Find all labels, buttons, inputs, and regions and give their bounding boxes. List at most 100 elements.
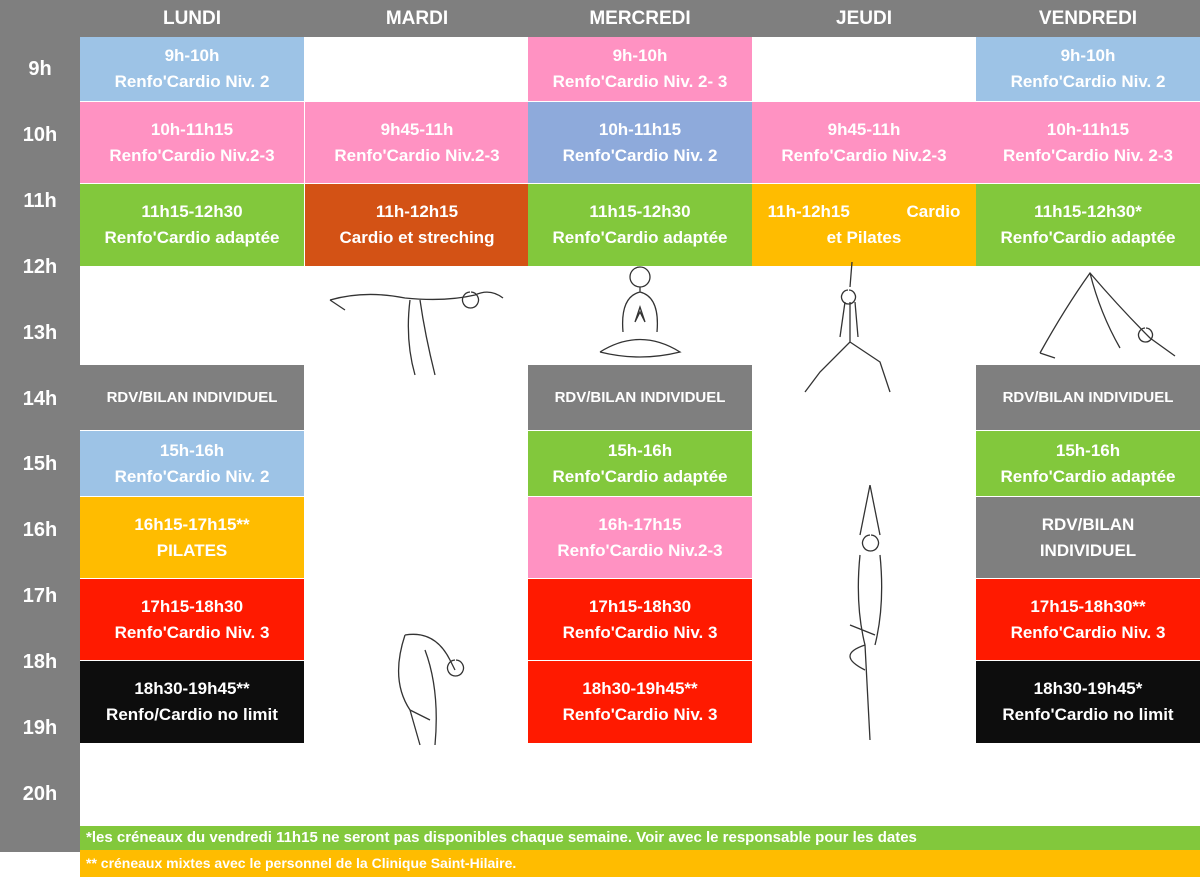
session-time: 9h45-11h — [827, 119, 901, 139]
session-title: Renfo'Cardio Niv. 2 — [562, 145, 718, 165]
session-title: Renfo'Cardio adaptée — [552, 466, 728, 486]
session-time: 15h-16h — [1055, 440, 1121, 460]
session-title: RDV/BILAN INDIVIDUEL — [1002, 388, 1174, 406]
session-time: 10h-11h15 — [598, 119, 682, 139]
session-title: PILATES — [156, 540, 228, 560]
session-time: 11h15-12h30 — [141, 202, 243, 221]
session-title: Renfo'Cardio adaptée — [552, 228, 728, 247]
days-header — [80, 0, 1200, 37]
session-time: 18h30-19h45** — [134, 679, 250, 698]
session-block[interactable]: RDV/BILAN INDIVIDUEL — [528, 365, 752, 430]
session-title: Renfo'Cardio Niv. 3 — [1010, 622, 1166, 642]
session-title: RDV/BILAN INDIVIDUEL — [106, 388, 278, 406]
yoga-forward-bend-icon — [397, 633, 465, 746]
session-block[interactable]: 18h30-19h45** Renfo/Cardio no limit — [80, 661, 304, 743]
session-title: Cardio et streching — [339, 228, 495, 247]
footer-note-mixed: ** créneaux mixtes avec le personnel de … — [80, 850, 1200, 877]
session-title: Renfo'Cardio Niv. 2- 3 — [552, 72, 728, 91]
hour-label: 15h — [22, 453, 58, 475]
session-time: 9h-10h — [1060, 46, 1116, 65]
session-time: 17h15-18h30** — [1030, 596, 1146, 616]
session-title: Renfo'Cardio Niv.2-3 — [557, 540, 723, 560]
session-block[interactable]: 18h30-19h45** Renfo'Cardio Niv. 3 — [528, 661, 752, 743]
day-mardi: MARDI — [385, 8, 449, 29]
session-time: 11h15-12h30 — [589, 202, 691, 221]
day-jeudi: JEUDI — [836, 8, 892, 29]
session-time: 9h-10h — [612, 46, 668, 65]
session-block[interactable]: 18h30-19h45* Renfo'Cardio no limit — [976, 661, 1200, 743]
hour-label: 19h — [22, 717, 58, 739]
hour-label: 18h — [22, 651, 58, 673]
session-title: RDV/BILAN — [1041, 514, 1135, 534]
session-time: 18h30-19h45** — [582, 679, 698, 698]
day-mercredi: MERCREDI — [589, 8, 691, 29]
yoga-crescent-pose-icon — [804, 262, 891, 393]
session-time: 10h-11h15 — [150, 119, 234, 139]
session-title: Renfo/Cardio no limit — [106, 705, 278, 724]
day-lundi: LUNDI — [162, 8, 222, 29]
session-title: Renfo'Cardio Niv.2-3 — [109, 145, 275, 165]
hour-label: 11h — [23, 190, 57, 212]
session-time: 17h15-18h30 — [588, 596, 692, 616]
session-title: Renfo'Cardio Niv.2-3 — [334, 145, 500, 165]
session-block[interactable]: RDV/BILAN INDIVIDUEL — [976, 497, 1200, 578]
yoga-lotus-pose-icon — [599, 266, 682, 358]
hour-label: 10h — [22, 124, 58, 146]
session-block[interactable]: 16h15-17h15**PILATES — [80, 497, 304, 578]
session-block[interactable]: RDV/BILAN INDIVIDUEL — [80, 365, 304, 430]
yoga-warrior-pose-icon — [329, 291, 504, 376]
session-title: Renfo'Cardio Niv. 3 — [562, 705, 718, 724]
session-title: Renfo'Cardio Niv.2-3 — [781, 145, 947, 165]
session-title: Renfo'Cardio Niv. 2-3 — [1003, 145, 1173, 165]
session-title: Renfo'Cardio Niv. 3 — [562, 622, 718, 642]
session-time: 17h15-18h30 — [140, 596, 244, 616]
session-block[interactable]: 11h-12h15 Cardio et Pilates — [752, 184, 976, 266]
yoga-tree-pose-icon — [849, 485, 883, 741]
session-time: 11h15-12h30* — [1034, 202, 1142, 221]
hour-label: 13h — [22, 322, 58, 344]
hours-column — [0, 0, 80, 852]
session-title: Renfo'Cardio Niv. 2 — [114, 72, 270, 91]
session-title: RDV/BILAN INDIVIDUEL — [554, 388, 726, 406]
session-block[interactable]: 11h15-12h30* Renfo'Cardio adaptée — [976, 184, 1200, 266]
session-time: 9h-10h — [164, 46, 220, 65]
session-title: et Pilates — [826, 228, 902, 247]
hour-label: 16h — [22, 519, 58, 541]
hour-label: 17h — [22, 585, 58, 607]
session-title: Renfo'Cardio Niv. 2 — [1010, 72, 1166, 91]
hour-label: 9h — [28, 58, 52, 80]
session-block[interactable]: RDV/BILAN INDIVIDUEL — [976, 365, 1200, 430]
session-time: 15h-16h — [607, 440, 673, 460]
session-block[interactable]: 17h15-18h30** Renfo'Cardio Niv. 3 — [976, 579, 1200, 660]
session-title: Renfo'Cardio adaptée — [104, 228, 280, 247]
session-time: 9h45-11h — [380, 119, 454, 139]
session-time: 10h-11h15 — [1046, 119, 1130, 139]
session-time: 18h30-19h45* — [1033, 679, 1143, 698]
session-time: 11h-12h15 Cardio — [767, 202, 961, 221]
hour-label: 12h — [22, 256, 58, 278]
session-time: 11h-12h15 — [375, 202, 459, 221]
session-title: Renfo'Cardio no limit — [1002, 705, 1174, 724]
session-time: 15h-16h — [159, 440, 225, 460]
session-title: INDIVIDUEL — [1039, 540, 1137, 560]
session-time: 16h-17h15 — [598, 514, 682, 534]
session-title: Renfo'Cardio Niv. 2 — [114, 466, 270, 486]
session-title: Renfo'Cardio adaptée — [1000, 228, 1176, 247]
